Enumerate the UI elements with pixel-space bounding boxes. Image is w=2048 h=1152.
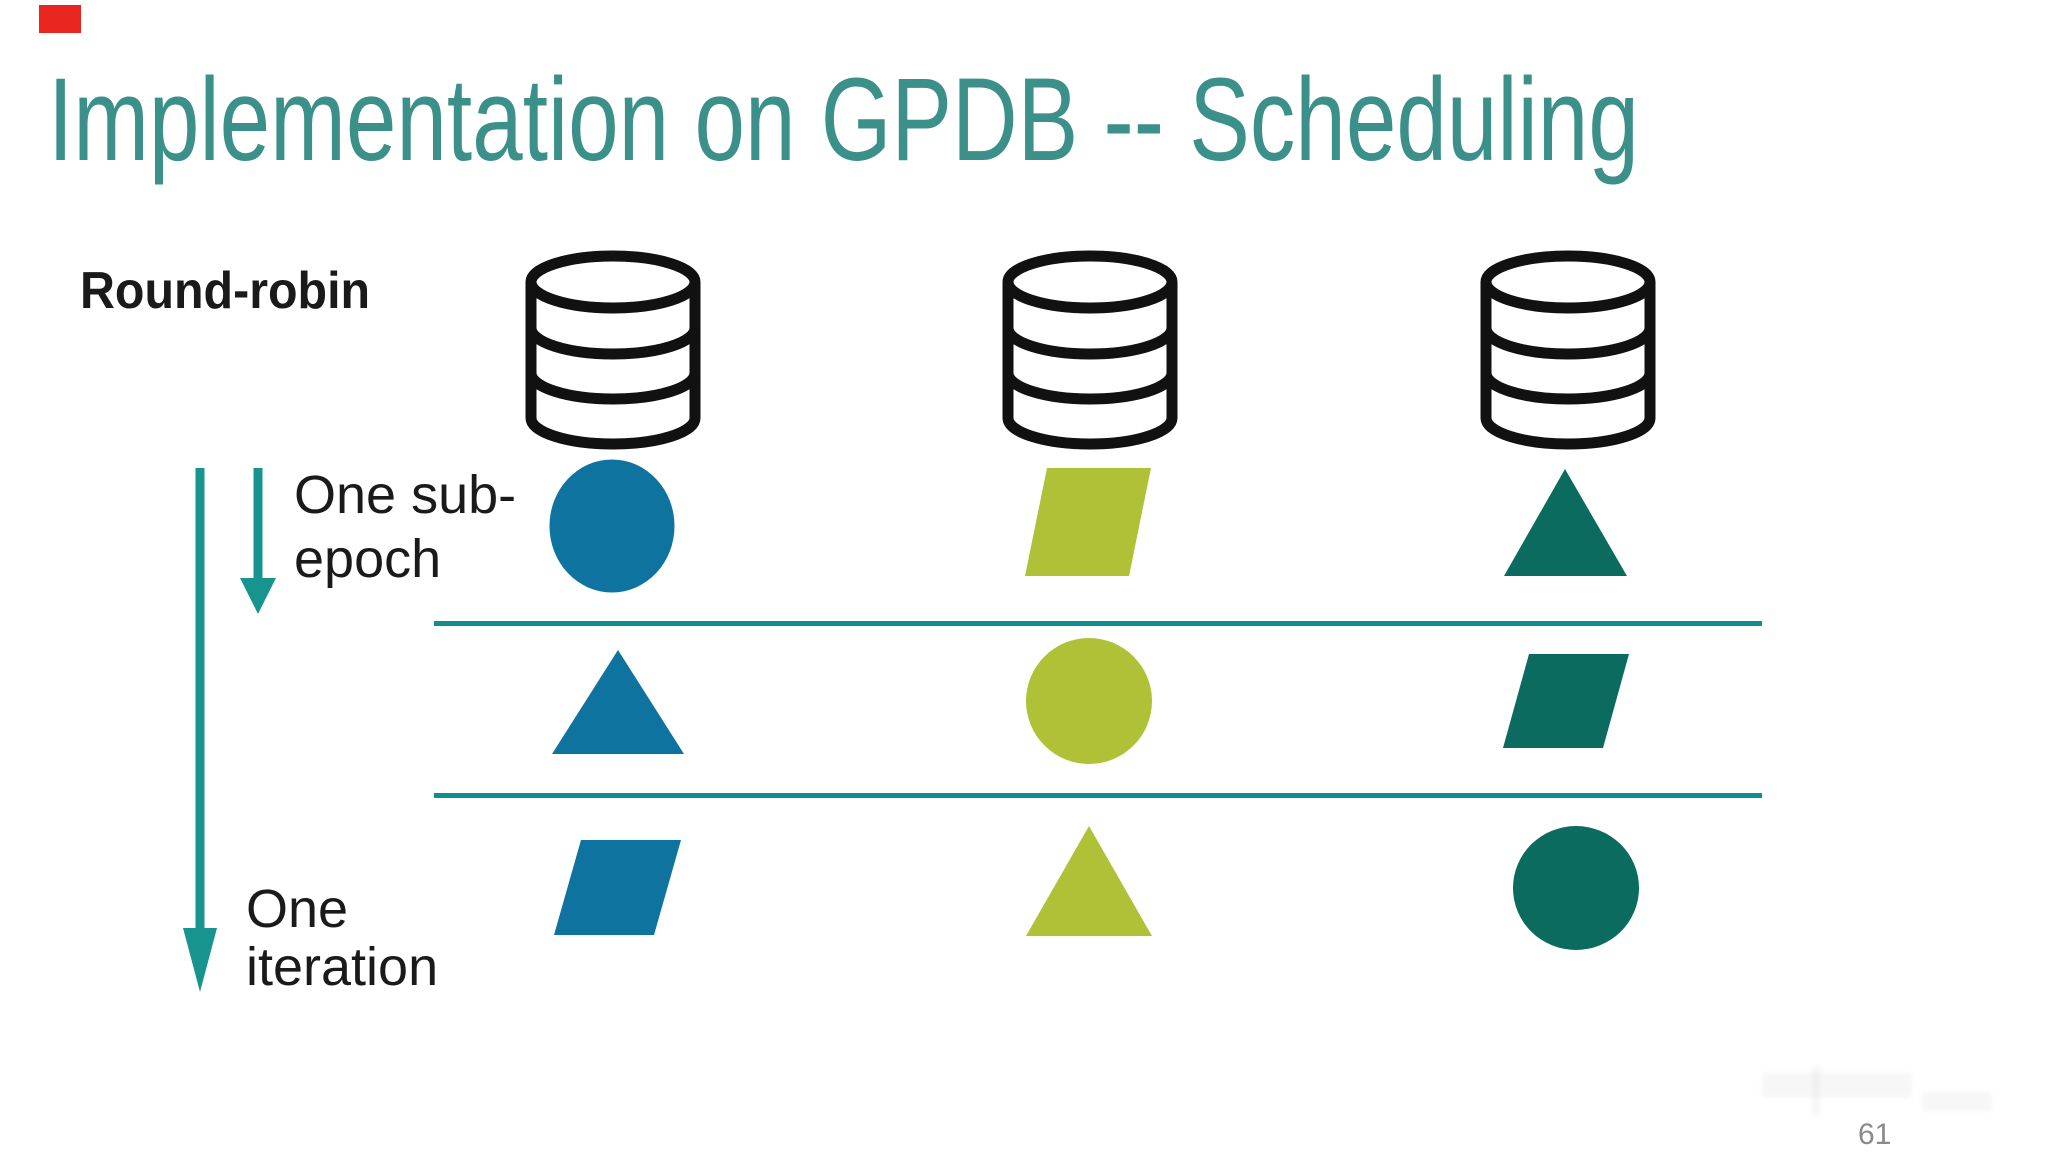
shape-circle-blue (549, 459, 675, 593)
shape-circle-lime (1026, 638, 1152, 764)
database-icon (525, 250, 701, 450)
shape-parallelogram-darkteal (1503, 654, 1629, 748)
shape-triangle-lime (1026, 826, 1152, 936)
triangle-lime (1026, 826, 1152, 936)
sub-epoch-label: One sub- epoch (294, 463, 516, 591)
arrow-down-icon (240, 468, 276, 614)
red-marker-bar (39, 5, 81, 33)
iteration-label-line1: One (246, 879, 349, 939)
triangle-blue (552, 650, 684, 754)
sub-epoch-label-line1: One sub- (294, 465, 517, 525)
shape-triangle-darkteal (1504, 469, 1627, 576)
database-icon (1480, 250, 1656, 450)
shape-parallelogram-blue (554, 840, 681, 935)
page-number: 61 (1858, 1118, 1892, 1151)
iteration-label-line2: iteration (246, 937, 439, 997)
watermark-blob (1812, 1064, 1820, 1116)
parallelogram-darkteal (1503, 654, 1629, 748)
sub-epoch-arrow (240, 468, 276, 614)
shape-parallelogram-lime (1025, 468, 1151, 576)
parallelogram-lime (1025, 468, 1151, 576)
database-cylinder-icon (1480, 250, 1656, 450)
database-cylinder-icon (1002, 250, 1178, 450)
triangle-darkteal (1504, 469, 1627, 576)
watermark-blob (1922, 1092, 1992, 1112)
shape-triangle-blue (552, 650, 684, 754)
watermark-blob (1762, 1072, 1912, 1098)
iteration-arrow (183, 468, 217, 992)
sub-epoch-divider-line (434, 793, 1762, 798)
iteration-label: One iteration (246, 880, 438, 996)
parallelogram-blue (554, 840, 681, 935)
arrow-down-icon (183, 468, 217, 992)
circle-lime (1026, 638, 1152, 764)
round-robin-label: Round-robin (80, 262, 371, 320)
sub-epoch-divider-line (434, 621, 1762, 626)
watermark (1752, 1064, 2002, 1124)
database-cylinder-icon (525, 250, 701, 450)
database-icon (1002, 250, 1178, 450)
circle-darkteal (1513, 826, 1639, 950)
slide-title: Implementation on GPDB -- Scheduling (48, 54, 1639, 186)
shape-circle-darkteal (1513, 826, 1639, 950)
sub-epoch-label-line2: epoch (294, 529, 442, 589)
circle-blue (549, 459, 675, 593)
